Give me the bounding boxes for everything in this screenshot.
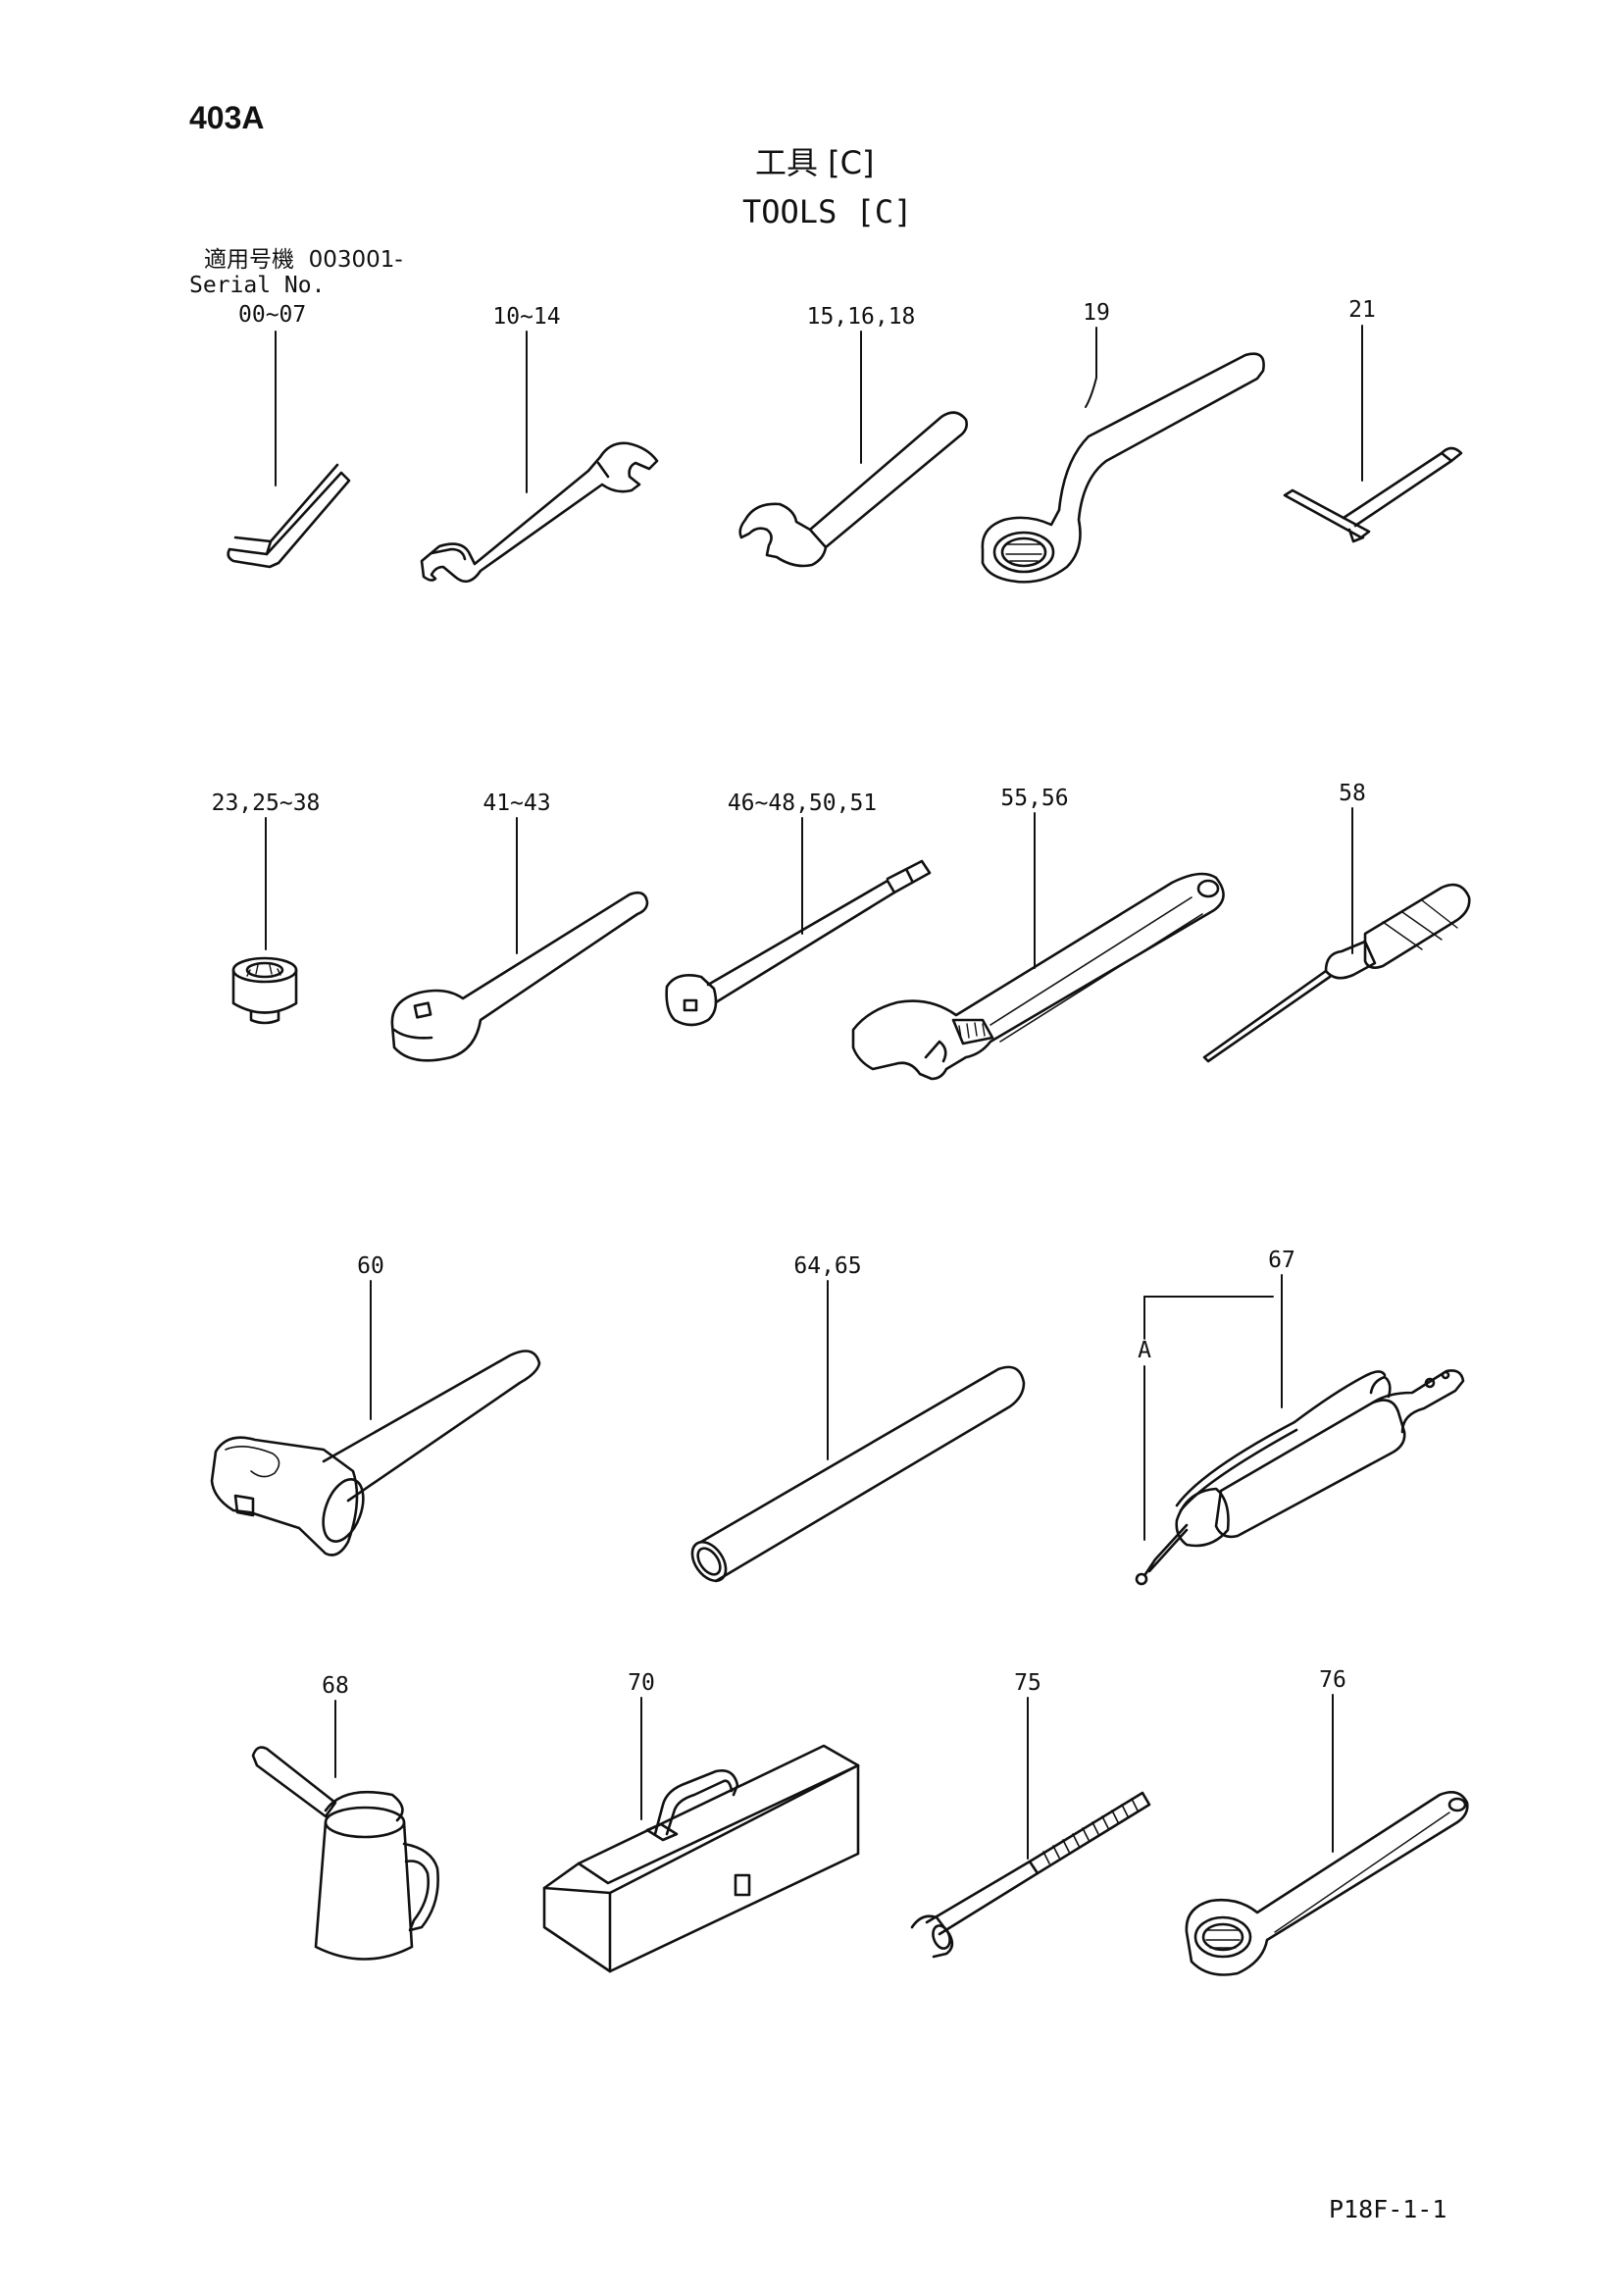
page-title-japanese: 工具 [C]: [755, 144, 875, 181]
callout-label-single-open-wrench: 15,16,18: [806, 304, 916, 330]
ring-wrench-drawing: [1187, 1792, 1467, 1974]
adjustable-wrench-drawing: [853, 874, 1224, 1079]
eye-bolt-drawing: [912, 1793, 1149, 1957]
callout-label-extension-bar: 46~48,50,51: [727, 791, 878, 816]
serial-label-japanese: 適用号機 003001-: [204, 249, 403, 272]
callout-label-open-end-wrench: 10~14: [492, 304, 561, 330]
page-number: 403A: [189, 100, 265, 135]
serial-label-english: Serial No.: [189, 273, 326, 298]
socket-drawing: [233, 958, 296, 1023]
screwdriver-drawing: [1204, 885, 1469, 1061]
callout-label-hex-keys: 00~07: [238, 302, 307, 328]
figure-code: P18F-1-1: [1329, 2195, 1447, 2223]
callout-label-screwdriver: 58: [1339, 781, 1366, 806]
callout-label-hammer: 60: [357, 1253, 384, 1279]
leader-lines: [266, 326, 1362, 1859]
callout-label-adjustable-wrench: 55,56: [1000, 786, 1069, 811]
t-handle-wrench-drawing: [1285, 448, 1461, 541]
offset-ring-wrench-drawing: [983, 354, 1264, 583]
ratchet-handle-drawing: [392, 893, 647, 1060]
hex-key-drawing: [228, 465, 349, 567]
oil-can-drawing: [253, 1748, 438, 1960]
callout-label-ratchet-handle: 41~43: [482, 791, 551, 816]
serial-start-number: 003001-: [308, 247, 403, 273]
grease-gun-drawing: [1137, 1370, 1463, 1584]
callout-label-socket: 23,25~38: [211, 791, 321, 816]
callout-label-tool-box: 70: [628, 1670, 655, 1696]
open-end-wrench-drawing: [422, 443, 657, 582]
callout-label-ring-wrench: 76: [1319, 1667, 1346, 1693]
hammer-drawing: [212, 1352, 539, 1556]
serial-label-ja-text: 適用号機: [204, 247, 294, 273]
callout-label-offset-ring-wrench: 19: [1083, 300, 1110, 326]
callout-label-detail-a: A: [1138, 1338, 1151, 1363]
callout-label-grease-gun: 67: [1268, 1248, 1295, 1273]
page-title-english: TOOLS [C]: [742, 193, 913, 230]
callout-label-oil-can: 68: [322, 1673, 349, 1699]
extension-bar-drawing: [667, 861, 930, 1025]
callout-label-pipe: 64,65: [793, 1253, 862, 1279]
single-open-wrench-drawing: [740, 413, 967, 566]
tool-box-drawing: [544, 1746, 858, 1971]
callout-label-t-handle-wrench: 21: [1348, 297, 1376, 323]
callout-label-eye-bolt: 75: [1014, 1670, 1041, 1696]
pipe-drawing: [685, 1367, 1024, 1587]
